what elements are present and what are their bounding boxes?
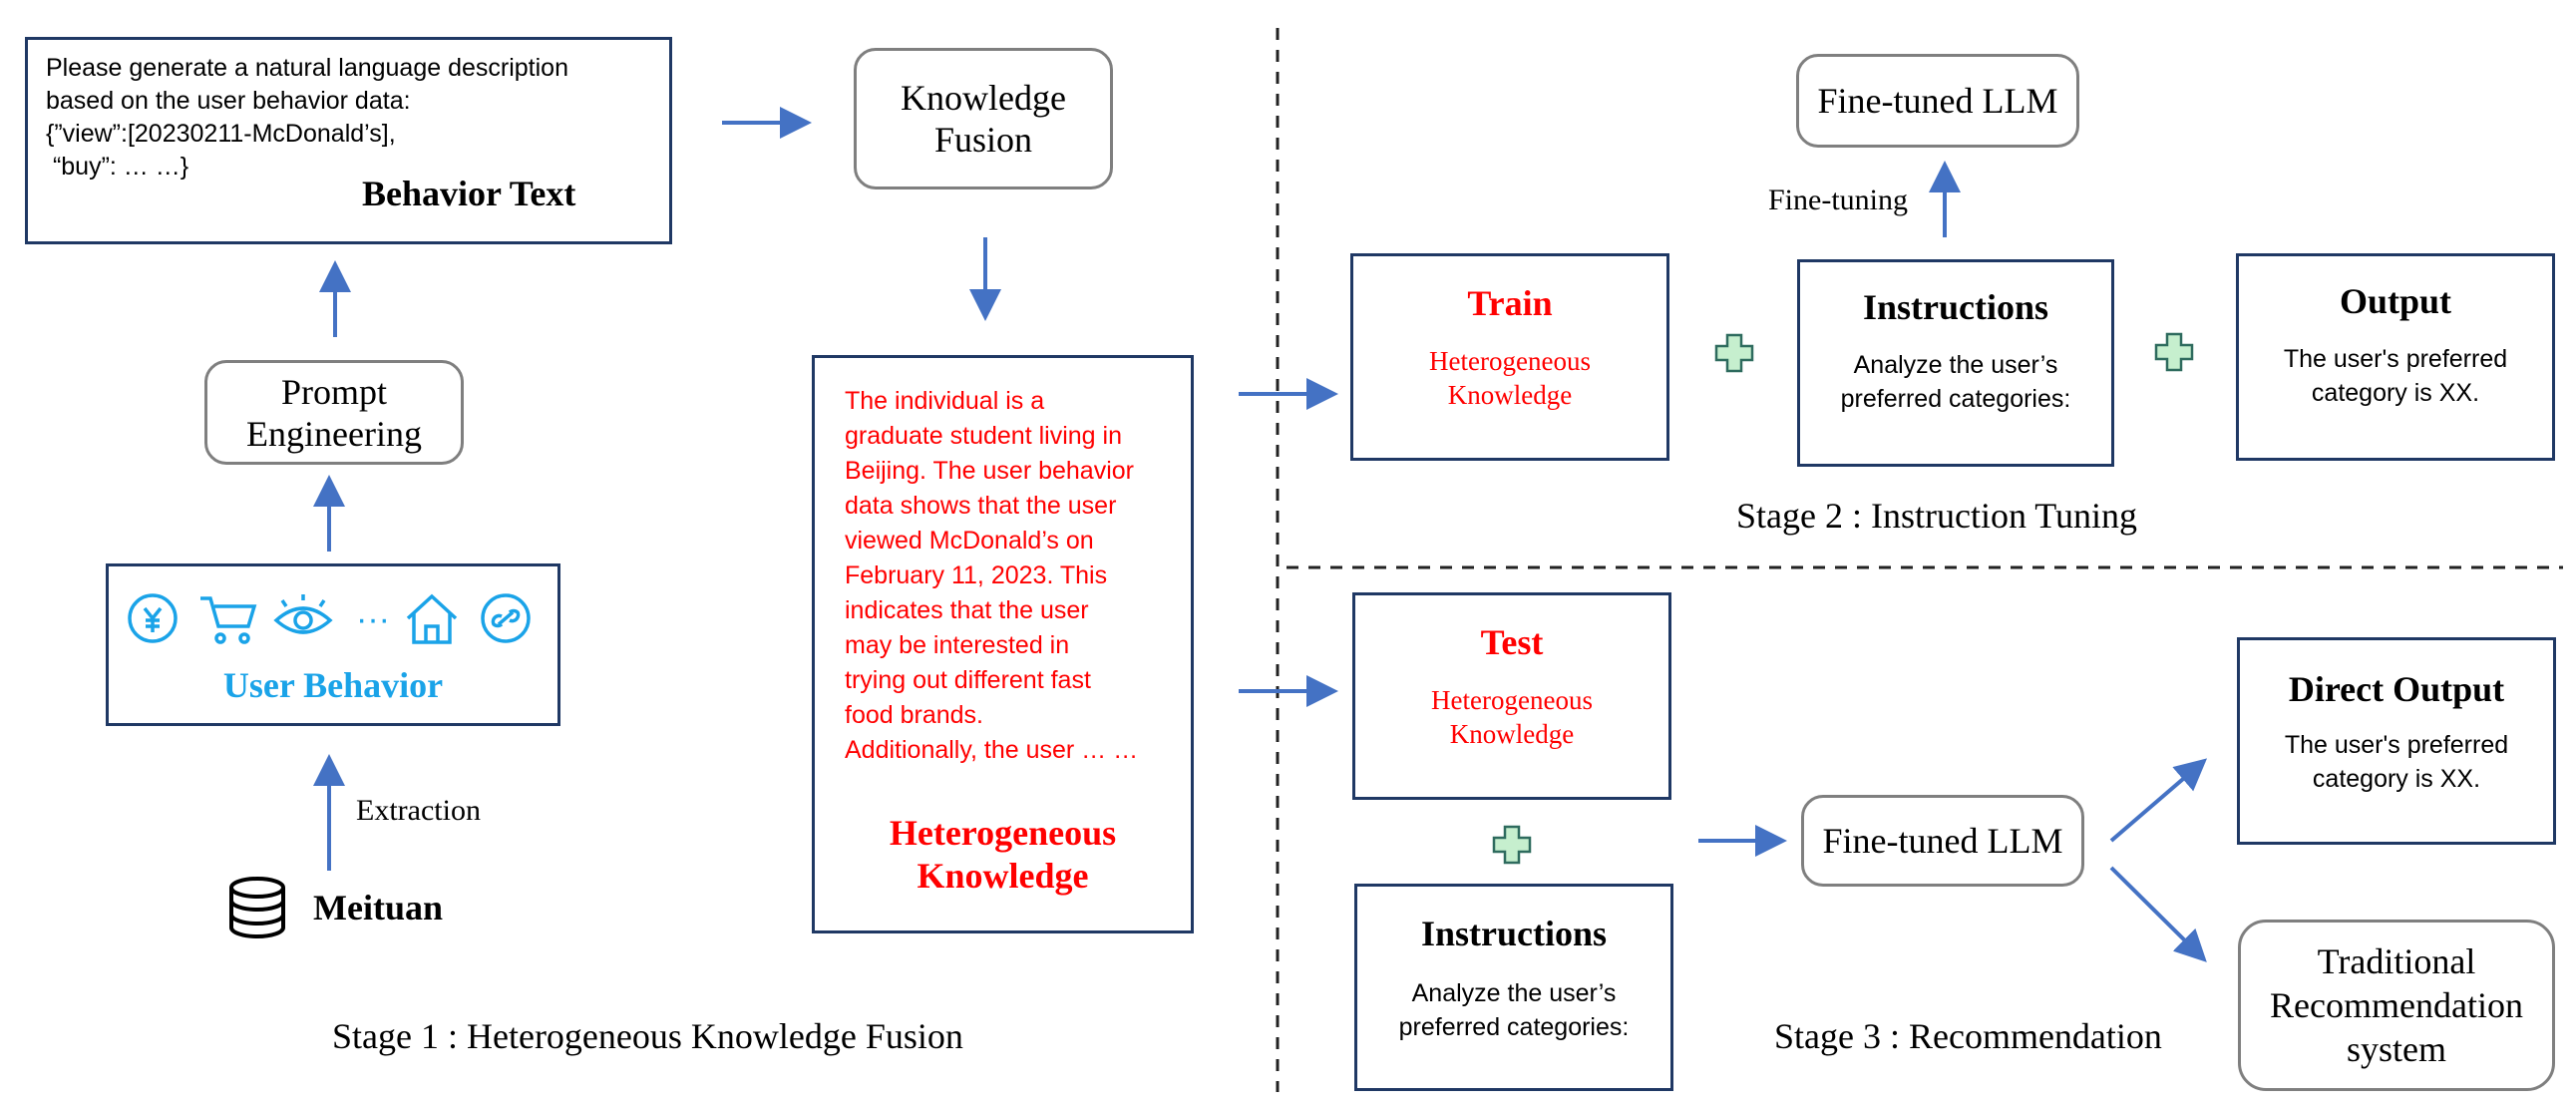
direct-output-line1: The user's preferred: [2284, 731, 2509, 759]
test-subtitle-line2: Knowledge: [1449, 719, 1575, 749]
prompt-line: based on the user behavior data:: [46, 87, 411, 115]
direct-output-line2: category is XX.: [2312, 765, 2481, 793]
traditional-recommendation-box: Traditional Recommendation system: [2238, 920, 2555, 1091]
home-icon: [406, 593, 458, 644]
description-line: Beijing. The user behavior: [845, 457, 1134, 485]
extraction-label: Extraction: [356, 794, 481, 827]
plus-icon: [1714, 333, 1754, 373]
train-box: Train Heterogeneous Knowledge: [1350, 253, 1669, 461]
instructions-line1: Analyze the user’s: [1853, 351, 2058, 379]
train-subtitle-line1: Heterogeneous: [1429, 346, 1591, 376]
finetuning-label: Fine-tuning: [1768, 184, 1908, 216]
shopping-cart-icon: [200, 596, 257, 644]
heterogeneous-knowledge-title: Heterogeneous Knowledge: [815, 812, 1191, 898]
description-line: may be interested in: [845, 631, 1070, 659]
description-line: viewed McDonald’s on: [845, 527, 1094, 555]
stage1-caption: Stage 1 : Heterogeneous Knowledge Fusion: [332, 1016, 963, 1056]
behavior-text-title: Behavior Text: [362, 174, 576, 213]
stage2-finetuned-llm-box: Fine-tuned LLM: [1796, 54, 2079, 148]
direct-output-title: Direct Output: [2288, 669, 2505, 709]
user-behavior-title: User Behavior: [222, 665, 444, 705]
train-subtitle-line2: Knowledge: [1447, 380, 1573, 410]
description-line: data shows that the user: [845, 492, 1117, 520]
direct-output-box: Direct Output The user's preferred categ…: [2237, 637, 2556, 845]
heterogeneous-description: The individual is a graduate student liv…: [845, 384, 1138, 768]
stage3-caption: Stage 3 : Recommendation: [1774, 1016, 2162, 1056]
user-behavior-box: ··· User Behavior: [106, 563, 560, 726]
plus-icon: [2154, 332, 2194, 372]
description-line: The individual is a: [845, 387, 1045, 415]
ellipsis: ···: [356, 600, 390, 638]
stage2-instructions-box: Instructions Analyze the user’s preferre…: [1797, 259, 2114, 467]
instructions-title: Instructions: [1420, 914, 1608, 953]
prompt-line: Please generate a natural language descr…: [46, 54, 568, 82]
instructions-line1: Analyze the user’s: [1411, 979, 1617, 1007]
description-line: graduate student living in: [845, 422, 1122, 450]
test-box: Test Heterogeneous Knowledge: [1352, 592, 1671, 800]
output-line2: category is XX.: [2311, 379, 2480, 407]
instructions-line2: preferred categories:: [1398, 1013, 1630, 1041]
behavior-text-box: Please generate a natural language descr…: [25, 37, 672, 244]
title-line1: Heterogeneous: [889, 813, 1117, 853]
heterogeneous-knowledge-box: The individual is a graduate student liv…: [812, 355, 1194, 933]
stage3-instructions-box: Instructions Analyze the user’s preferre…: [1354, 884, 1673, 1091]
traditional-line3: system: [2346, 1029, 2446, 1069]
prompt-engineering-line1: Prompt: [280, 371, 387, 412]
output-line1: The user's preferred: [2283, 345, 2508, 373]
plus-icon: [1492, 825, 1532, 865]
description-line: Additionally, the user … …: [845, 736, 1139, 764]
knowledge-fusion-line2: Fusion: [933, 120, 1033, 160]
prompt-line: {”view”:[20230211-McDonald’s],: [46, 120, 396, 148]
title-line2: Knowledge: [917, 856, 1089, 896]
description-line: indicates that the user: [845, 596, 1089, 624]
instructions-line2: preferred categories:: [1840, 385, 2071, 413]
database-icon: [229, 877, 285, 938]
prompt-engineering-box: Prompt Engineering: [204, 360, 464, 465]
output-title: Output: [2339, 281, 2452, 321]
knowledge-fusion-box: Knowledge Fusion: [854, 48, 1113, 189]
traditional-line2: Recommendation: [2270, 985, 2523, 1025]
arrow-to-traditional: [2109, 866, 2207, 962]
stage2-caption: Stage 2 : Instruction Tuning: [1736, 496, 2138, 536]
knowledge-fusion-line1: Knowledge: [901, 78, 1066, 118]
output-box: Output The user's preferred category is …: [2236, 253, 2555, 461]
instructions-title: Instructions: [1862, 287, 2049, 327]
description-line: food brands.: [845, 701, 983, 729]
arrow-to-direct-output: [2109, 758, 2208, 843]
test-title: Test: [1480, 622, 1544, 662]
stage3-finetuned-llm-box: Fine-tuned LLM: [1801, 795, 2084, 887]
description-line: February 11, 2023. This: [845, 561, 1108, 589]
meituan-label: Meituan: [313, 888, 443, 927]
eye-icon: [273, 594, 333, 634]
prompt-engineering-line2: Engineering: [246, 413, 422, 454]
link-icon: [481, 593, 531, 643]
train-title: Train: [1467, 283, 1553, 323]
yuan-coin-icon: [128, 593, 178, 643]
description-line: trying out different fast: [845, 666, 1091, 694]
traditional-line1: Traditional: [2317, 941, 2476, 981]
behavior-icons-row: ···: [128, 593, 531, 644]
prompt-line: “buy”: … …}: [46, 153, 189, 181]
test-subtitle-line1: Heterogeneous: [1431, 685, 1593, 715]
